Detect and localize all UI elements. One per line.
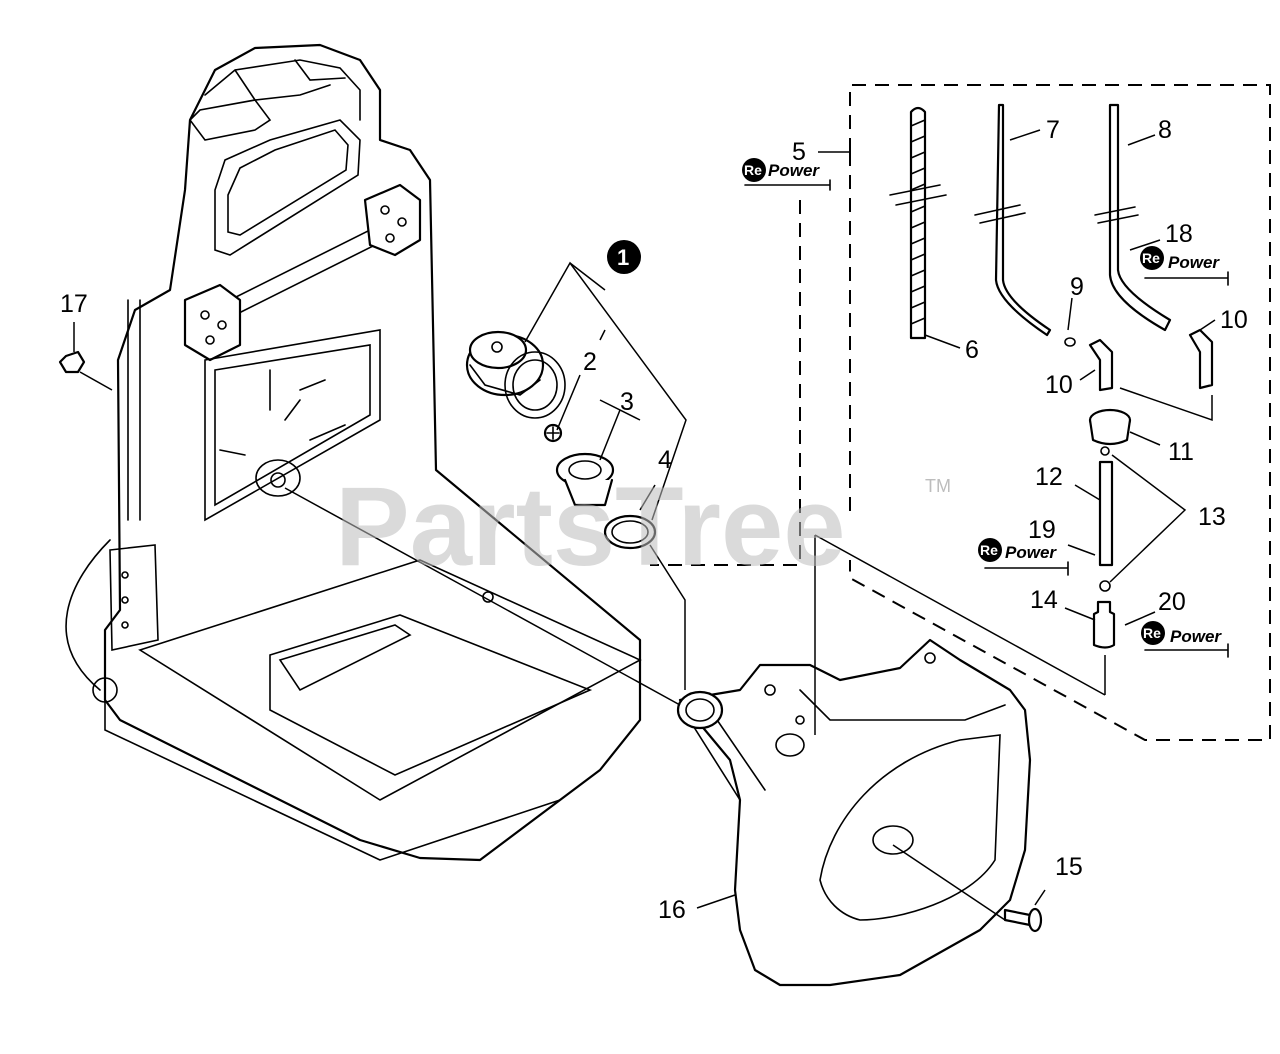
repower-suffix: Power xyxy=(1170,627,1222,646)
callout-4: 4 xyxy=(658,446,672,474)
callout-13: 13 xyxy=(1198,503,1226,531)
callout-16: 16 xyxy=(658,896,686,924)
repower-suffix: Power xyxy=(1168,253,1220,272)
watermark-trademark: TM xyxy=(925,476,951,496)
callout-10-upper: 10 xyxy=(1220,306,1248,334)
repower-badge-18: Re Power xyxy=(1140,246,1229,286)
callout-18: 18 xyxy=(1165,220,1193,248)
kit-boundary xyxy=(650,84,1271,741)
repower-prefix: Re xyxy=(1143,625,1161,641)
callout-1-label: 1 xyxy=(617,245,629,270)
callout-2: 2 xyxy=(583,348,597,376)
repower-badge-19: Re Power xyxy=(978,538,1069,576)
repower-badge-20: Re Power xyxy=(1141,621,1229,658)
callout-10-lower: 10 xyxy=(1045,371,1073,399)
callout-11: 11 xyxy=(1168,438,1194,466)
callout-17: 17 xyxy=(60,290,88,318)
callout-12: 12 xyxy=(1035,463,1063,491)
screw-bolt xyxy=(1003,907,1043,933)
callout-7: 7 xyxy=(1046,116,1060,144)
gasket-ring xyxy=(603,514,657,550)
callout-14: 14 xyxy=(1030,586,1058,614)
callout-1: 1 xyxy=(607,240,641,274)
repower-suffix: Power xyxy=(768,161,820,180)
fuel-line-kit xyxy=(889,103,1214,649)
repower-prefix: Re xyxy=(744,162,762,178)
leader-lines xyxy=(73,129,1216,921)
callout-5: 5 xyxy=(792,138,806,166)
fuel-cap-assembly xyxy=(465,330,566,419)
watermark-brand: PartsTree xyxy=(335,464,846,589)
grommet-nut xyxy=(58,350,86,374)
backpack-frame xyxy=(65,43,642,862)
callout-19: 19 xyxy=(1028,516,1056,544)
callout-20: 20 xyxy=(1158,588,1186,616)
callout-3: 3 xyxy=(620,388,634,416)
fuel-tank xyxy=(676,638,1032,987)
callout-9: 9 xyxy=(1070,273,1084,301)
repower-prefix: Re xyxy=(1142,250,1160,266)
repower-badge-5: Re Power xyxy=(742,158,831,191)
callout-15: 15 xyxy=(1055,853,1083,881)
callout-6: 6 xyxy=(965,336,979,364)
repower-prefix: Re xyxy=(980,542,998,558)
fuel-filter-strainer xyxy=(555,452,615,507)
repower-suffix: Power xyxy=(1005,543,1057,562)
callout-8: 8 xyxy=(1158,116,1172,144)
